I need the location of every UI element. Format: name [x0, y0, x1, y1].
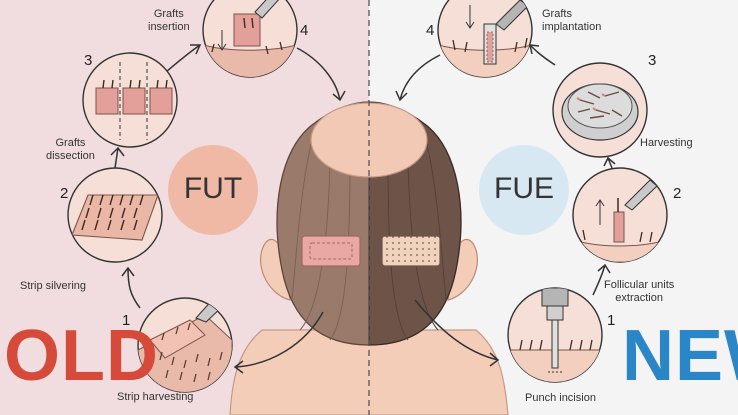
- fue-badge-circle: [479, 145, 569, 235]
- fut-step-2-label: Strip silvering: [20, 280, 87, 292]
- fue-step-1-number: 1: [607, 312, 616, 329]
- fue-step-4-image: [437, 0, 533, 78]
- fue-step-4-number: 4: [426, 22, 435, 39]
- fut-step-1-image: [137, 297, 233, 393]
- new-label: NEW: [622, 316, 738, 396]
- fut-step-1-number: 1: [122, 312, 131, 329]
- fue-step-3-number: 3: [648, 52, 657, 69]
- flow-arrows: [110, 44, 616, 374]
- fue-step-4-label: Grafts implantation: [542, 8, 602, 33]
- fue-step-2-number: 2: [673, 185, 682, 202]
- fut-donor-strip: [301, 235, 361, 267]
- fut-step-4-label: Grafts insertion: [148, 8, 190, 33]
- fut-badge-circle: [168, 145, 258, 235]
- fue-badge: FUE: [494, 172, 554, 205]
- fut-step-1-label: Strip harvesting: [117, 391, 194, 403]
- fut-step-4-image: [202, 0, 298, 78]
- fut-step-2-image: [67, 167, 163, 263]
- old-label: OLD: [4, 316, 159, 396]
- fut-step-3-label: Grafts dissection: [46, 137, 95, 162]
- fue-step-2-image: [572, 167, 668, 263]
- fut-badge: FUT: [183, 172, 243, 205]
- fut-step-3-image: [82, 52, 178, 148]
- fut-step-4-number: 4: [300, 22, 309, 39]
- fut-step-3-number: 3: [84, 52, 93, 69]
- fue-step-3-image: [552, 62, 648, 158]
- fue-step-3-label: Harvesting: [640, 137, 693, 149]
- fue-step-1-label: Punch incision: [525, 392, 596, 404]
- fue-step-2-label: Follicular units extraction: [604, 279, 675, 304]
- fut-step-2-number: 2: [60, 185, 69, 202]
